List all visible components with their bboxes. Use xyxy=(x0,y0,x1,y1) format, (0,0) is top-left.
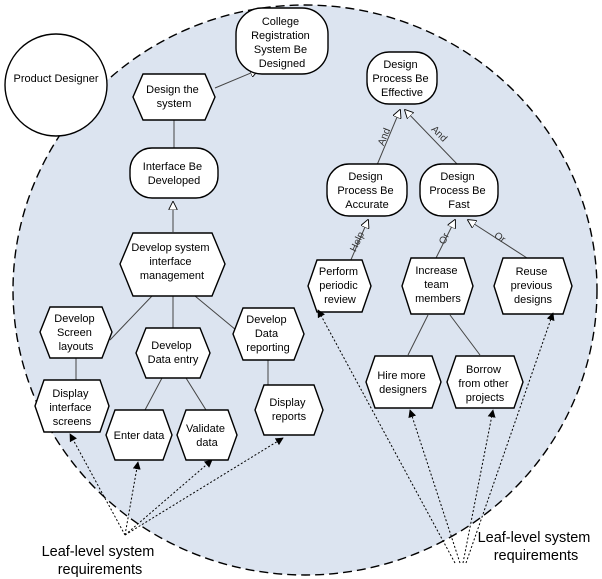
task-develop-data-entry[interactable]: Develop Data entry xyxy=(135,327,211,379)
goal-label: Design Process Be Effective xyxy=(372,59,431,99)
task-label: Develop Data entry xyxy=(148,340,199,366)
actor-label: Product Designer xyxy=(14,73,99,85)
task-develop-interface-management[interactable]: Develop system interface management xyxy=(119,232,226,297)
decomp-link-borrow xyxy=(449,314,481,356)
task-label: Display interface screens xyxy=(49,388,94,428)
goal-college-registration[interactable]: College Registration System Be Designed xyxy=(235,7,329,75)
task-label: Develop Screen layouts xyxy=(54,313,97,353)
annotation-leaf-right: Leaf-level system requirements xyxy=(478,530,595,564)
decomp-link-screen xyxy=(109,295,153,341)
means-end-link-system xyxy=(214,70,258,89)
annotation-leaf-left: Leaf-level system requirements xyxy=(42,544,159,578)
help-link xyxy=(349,220,368,263)
or-link-left xyxy=(435,220,455,259)
and-link-left xyxy=(376,110,400,166)
task-label: Hire more designers xyxy=(377,370,428,396)
task-label: Design the system xyxy=(146,84,202,110)
task-borrow-from-other-projects[interactable]: Borrow from other projects xyxy=(446,355,524,409)
goal-label: Design Process Be Accurate xyxy=(337,171,396,211)
leaf-arrows-left xyxy=(69,433,284,536)
task-label: Perform periodic review xyxy=(319,266,361,306)
task-label: Reuse previous designs xyxy=(511,266,556,306)
decomp-link-hire xyxy=(407,314,429,356)
goal-process-effective[interactable]: Design Process Be Effective xyxy=(366,51,438,105)
task-increase-team-members[interactable]: Increase team members xyxy=(401,257,474,315)
task-enter-data[interactable]: Enter data xyxy=(105,409,173,461)
or-label-left: Or xyxy=(437,231,452,246)
task-label: Develop Data reporting xyxy=(246,314,289,354)
goal-interface-developed[interactable]: Interface Be Developed xyxy=(129,147,219,199)
task-display-reports[interactable]: Display reports xyxy=(254,384,324,436)
svg-text:Leaf-level system requir: Leaf-level system requirements xyxy=(42,544,159,578)
goal-label: College Registration System Be Designed xyxy=(251,16,313,70)
task-reuse-previous-designs[interactable]: Reuse previous designs xyxy=(493,257,573,315)
task-hire-more-designers[interactable]: Hire more designers xyxy=(365,355,442,409)
task-develop-screen-layouts[interactable]: Develop Screen layouts xyxy=(39,306,113,359)
goal-process-fast[interactable]: Design Process Be Fast xyxy=(419,163,499,217)
edges xyxy=(75,70,528,411)
task-display-interface-screens[interactable]: Display interface screens xyxy=(34,379,110,433)
and-link-right xyxy=(405,110,459,166)
task-design-the-system[interactable]: Design the system xyxy=(132,73,216,121)
goal-label: Interface Be Developed xyxy=(143,161,205,187)
task-perform-periodic-review[interactable]: Perform periodic review xyxy=(307,259,372,313)
task-develop-data-reporting[interactable]: Develop Data reporting xyxy=(232,307,305,361)
actor-product-designer[interactable]: Product Designer xyxy=(4,33,108,137)
task-label: Display reports xyxy=(269,397,308,423)
goal-label: Design Process Be Fast xyxy=(429,171,488,211)
or-link-right xyxy=(468,220,528,259)
task-label: Borrow from other projects xyxy=(458,364,511,404)
task-label: Develop system interface management xyxy=(131,242,212,282)
goal-process-accurate[interactable]: Design Process Be Accurate xyxy=(326,163,408,217)
task-label: Increase team members xyxy=(415,265,461,305)
task-label: Validate data xyxy=(186,423,228,449)
decomp-link-enter xyxy=(144,377,163,411)
decomp-link-validate xyxy=(185,377,207,411)
leaf-arrows-right xyxy=(317,309,555,564)
decomp-link-reporting xyxy=(194,295,237,331)
task-validate-data[interactable]: Validate data xyxy=(176,409,238,461)
svg-text:Leaf-level system requir: Leaf-level system requirements xyxy=(478,530,595,564)
task-label: Enter data xyxy=(114,430,166,442)
